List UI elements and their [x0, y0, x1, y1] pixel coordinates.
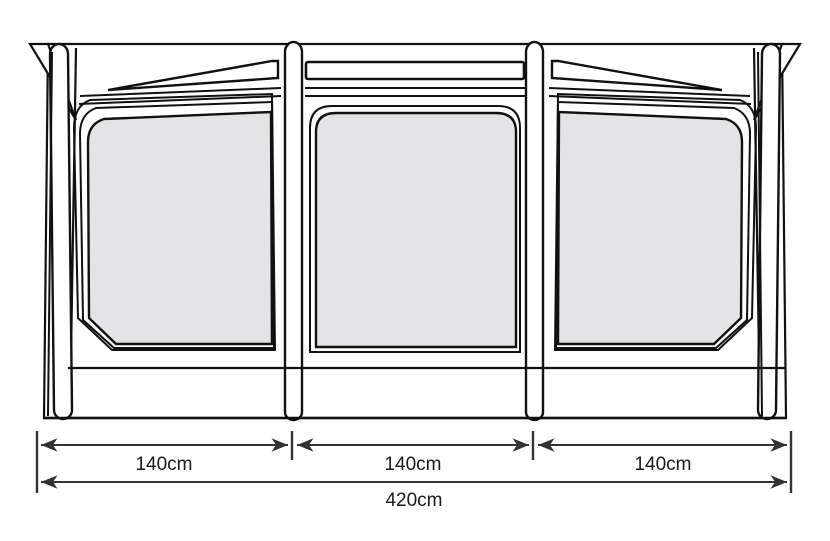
right-beam-seam-2	[548, 95, 752, 105]
centre-vent-slot	[304, 60, 526, 81]
right-outer-pole	[756, 42, 782, 421]
left-outer-pole	[48, 42, 74, 421]
dimension-label-total: 420cm	[385, 490, 442, 511]
left-inner-pole	[283, 40, 304, 422]
left-beam-seam-1	[79, 87, 282, 97]
left-pole-sleeve-line	[47, 51, 53, 417]
dimension-label-segment-3: 140cm	[634, 454, 691, 475]
right-vent-wedge	[550, 59, 723, 92]
left-window-pane	[86, 110, 274, 346]
centre-window-pane	[314, 111, 518, 349]
dimension-label-segment-1: 140cm	[135, 454, 192, 475]
right-window-pane	[556, 110, 744, 346]
left-beam-seam-2	[78, 95, 282, 105]
right-inner-pole	[524, 40, 545, 422]
left-window-ring-mid	[78, 100, 276, 349]
right-window-ring-outer	[553, 92, 758, 351]
left-vent-wedge	[107, 59, 280, 92]
left-window-ring-outer	[72, 92, 277, 351]
centre-window-ring-outer	[309, 105, 521, 353]
right-beam-seam-1	[548, 87, 751, 97]
dimension-label-segment-2: 140cm	[384, 454, 441, 475]
dimension-layer: 140cm 140cm 140cm 420cm	[35, 431, 793, 511]
right-pole-sleeve-line	[757, 51, 763, 417]
right-window-ring-mid	[554, 100, 752, 349]
